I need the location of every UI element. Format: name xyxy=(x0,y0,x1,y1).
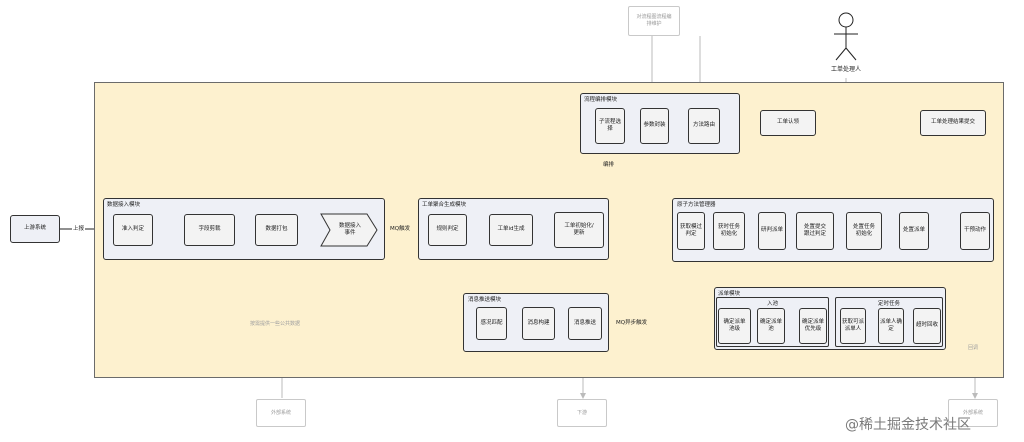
dispatch-pool-title: 入池 xyxy=(766,301,778,307)
push-node-2[interactable]: 消息构建 xyxy=(522,307,555,340)
flow-node-2[interactable]: 参数封装 xyxy=(640,108,669,144)
push-node-1[interactable]: 感况匹配 xyxy=(476,307,507,340)
watermark: @稀土掘金技术社区 xyxy=(845,417,971,433)
downstream-node: 下游 xyxy=(557,399,607,427)
dispatch-timer-title: 定时任务 xyxy=(877,301,900,307)
edge-mq-async: MQ异步触发 xyxy=(615,318,649,326)
edge-mq-trigger: MQ触发 xyxy=(389,224,412,232)
pool-node-2[interactable]: 确定派单 池 xyxy=(757,308,785,344)
flow-node-1[interactable]: 子流程选 择 xyxy=(595,108,625,144)
actor-label: 工单处理人 xyxy=(830,66,861,73)
external-system-left: 外部系统 xyxy=(256,399,306,427)
push-node-3[interactable]: 消息推送 xyxy=(568,307,602,340)
aggregate-title: 工单聚合生成模块 xyxy=(422,202,467,208)
edge-report: 上报 xyxy=(72,224,86,232)
ghost-right-label: 回调 xyxy=(967,344,980,351)
atomic-node-5[interactable]: 处置任务 初始化 xyxy=(846,212,882,250)
atomic-node-4[interactable]: 处置提交 跟过判定 xyxy=(796,212,834,250)
timer-node-2[interactable]: 派单人确 定 xyxy=(878,308,904,344)
external-system-right: 外部系统 xyxy=(948,399,998,427)
push-title: 消息推送模块 xyxy=(468,297,502,303)
timer-node-3[interactable]: 超时回收 xyxy=(913,308,941,344)
ingest-event-shape xyxy=(320,213,378,247)
timer-node-1[interactable]: 获取可派 派单人 xyxy=(840,308,866,344)
atomic-node-7[interactable]: 干预动作 xyxy=(960,212,990,250)
ingest-node-2[interactable]: 字段剪裁 xyxy=(184,214,235,246)
atomic-node-1[interactable]: 获取模过 判定 xyxy=(677,212,705,250)
edge-orchestrate: 编排 xyxy=(602,160,616,168)
aggregate-node-2[interactable]: 工单id生成 xyxy=(489,214,533,246)
ghost-left-label: 按需提供一些公共数据 xyxy=(249,320,302,327)
atomic-title: 原子方法管理器 xyxy=(677,202,716,208)
flow-title: 流程编排模块 xyxy=(584,97,618,103)
flow-maintenance-ghost: 对流程图流程编 排维护 xyxy=(628,6,680,36)
atomic-node-6[interactable]: 处置派单 xyxy=(899,212,929,250)
dispatch-title: 派单模块 xyxy=(718,291,741,297)
claim-node[interactable]: 工单认领 xyxy=(760,110,816,136)
submit-node[interactable]: 工单处理结果提交 xyxy=(920,110,986,136)
aggregate-node-1[interactable]: 规则判定 xyxy=(428,214,467,246)
ingest-node-3[interactable]: 数据打包 xyxy=(255,214,298,246)
pool-node-1[interactable]: 确定派单 池级 xyxy=(718,308,751,344)
ingest-title: 数据接入模块 xyxy=(107,202,141,208)
atomic-node-3[interactable]: 研判派单 xyxy=(758,212,786,250)
atomic-node-2[interactable]: 获时任务 初始化 xyxy=(713,212,745,250)
aggregate-node-3[interactable]: 工单初始化/ 更新 xyxy=(554,212,604,248)
ingest-node-4[interactable]: 数据接入 事件 xyxy=(338,222,361,236)
ingest-node-1[interactable]: 准入判定 xyxy=(113,214,153,246)
pool-node-3[interactable]: 确定派单 优先级 xyxy=(799,308,827,344)
upstream-system[interactable]: 上游系统 xyxy=(10,215,60,243)
flow-node-3[interactable]: 方法路由 xyxy=(688,108,720,144)
